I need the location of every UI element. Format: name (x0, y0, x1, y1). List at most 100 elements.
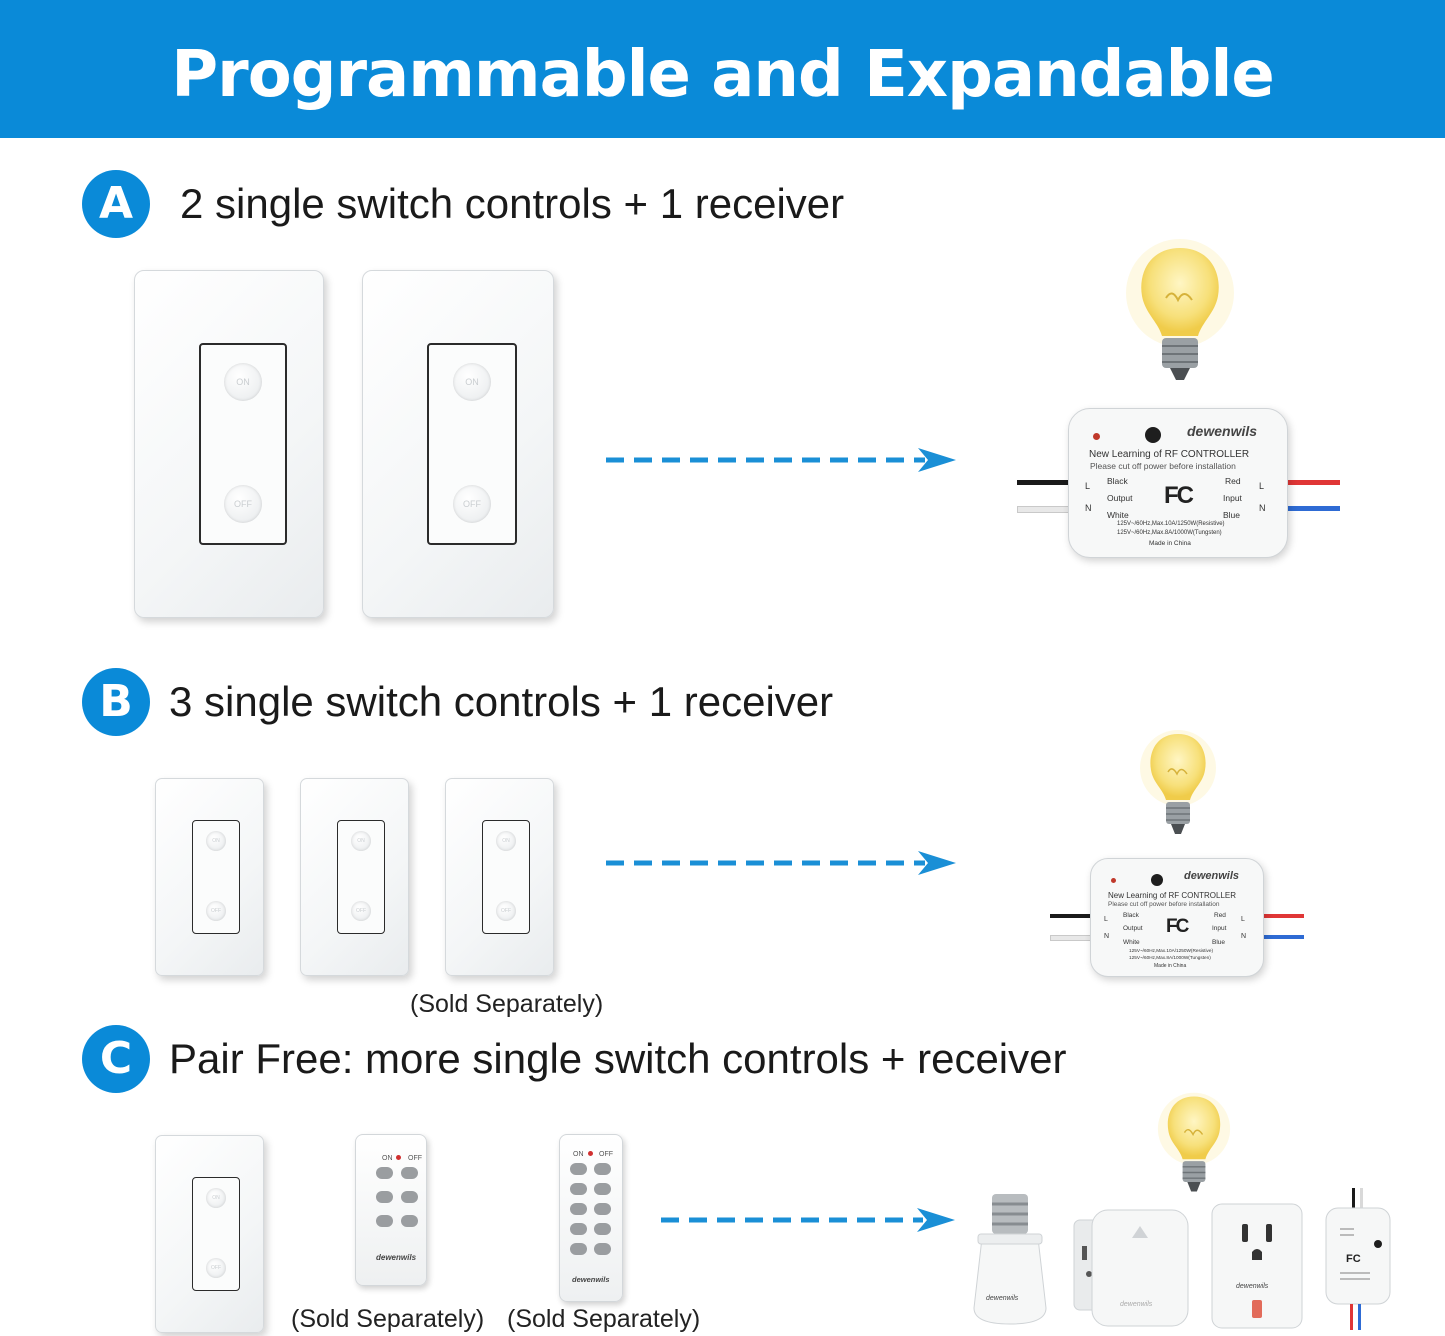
receiver-line1: New Learning of RF CONTROLLER (1108, 891, 1237, 900)
on-button: ON (496, 831, 516, 851)
off-button: OFF (496, 901, 516, 921)
off-button: OFF (453, 485, 491, 523)
label-white: White (1123, 939, 1140, 946)
label-output: Output (1107, 493, 1133, 503)
light-bulb-icon (1140, 730, 1216, 834)
wall-switch-b1: ON OFF (155, 778, 264, 976)
label-white: White (1107, 510, 1129, 520)
remote-on-label: ON (382, 1155, 393, 1162)
remote-button (570, 1183, 587, 1195)
light-bulb-icon (1157, 1092, 1231, 1192)
label-l-left: L (1085, 481, 1091, 491)
on-button: ON (206, 831, 226, 851)
svg-text:dewenwils: dewenwils (1236, 1283, 1269, 1290)
blue-wire (1284, 506, 1340, 511)
remote-control-large: ON OFF dewenwils (559, 1134, 623, 1302)
sold-separately-note-c2: (Sold Separately) (507, 1305, 701, 1333)
wall-switch-c1: ON OFF (155, 1135, 264, 1333)
light-socket-adapter-icon: dewenwils (973, 1194, 1047, 1325)
wall-switch-a1: ON OFF (134, 270, 324, 618)
remote-led (396, 1155, 401, 1160)
learn-button (1145, 427, 1161, 443)
switch-paddle: ON OFF (482, 820, 530, 934)
remote-button (376, 1167, 393, 1179)
label-black: Black (1123, 912, 1139, 919)
label-input: Input (1212, 925, 1227, 932)
remote-button (570, 1163, 587, 1175)
section-c-badge: C (82, 1025, 150, 1093)
wall-switch-b2: ON OFF (300, 778, 409, 976)
section-a-badge: A (82, 170, 150, 238)
label-red: Red (1225, 476, 1241, 486)
section-b-badge: B (82, 668, 150, 736)
remote-button (594, 1223, 611, 1235)
label-output: Output (1123, 925, 1143, 932)
remote-button (570, 1203, 587, 1215)
label-blue: Blue (1212, 939, 1226, 946)
learn-button (1151, 874, 1163, 886)
off-button: OFF (206, 1258, 226, 1278)
remote-button (376, 1215, 393, 1227)
dashed-arrow-icon (606, 448, 956, 472)
remote-off-label: OFF (408, 1155, 422, 1162)
label-black: Black (1107, 476, 1128, 486)
switch-paddle: ON OFF (192, 820, 240, 934)
receiver-brand: dewenwils (1187, 423, 1258, 439)
svg-text:dewenwils: dewenwils (1120, 1301, 1153, 1308)
dashed-arrow-icon (661, 1208, 955, 1232)
black-wire (1017, 480, 1073, 485)
remote-button (401, 1215, 418, 1227)
rf-receiver-b: dewenwils New Learning of RF CONTROLLER … (1090, 858, 1264, 977)
spec-line1: 125V~/60Hz,Max.10A/1250W(Resistive) (1129, 948, 1214, 953)
label-l-left: L (1104, 916, 1108, 923)
red-wire (1260, 914, 1304, 918)
plug-in-outlet-icon: dewenwils (1073, 1209, 1189, 1327)
mini-receiver-icon: FC (1325, 1188, 1391, 1330)
black-wire (1050, 914, 1094, 918)
made-in: Made in China (1154, 963, 1187, 969)
made-in: Made in China (1149, 540, 1191, 547)
led-indicator (1111, 878, 1116, 883)
on-button: ON (453, 363, 491, 401)
remote-led (588, 1151, 593, 1156)
label-n-right: N (1259, 503, 1266, 513)
remote-button (594, 1203, 611, 1215)
remote-button (376, 1191, 393, 1203)
switch-paddle: ON OFF (337, 820, 385, 934)
receiver-line2: Please cut off power before installation (1108, 901, 1220, 908)
remote-button (594, 1163, 611, 1175)
spec-line2: 125V~/60Hz,Max.8A/1000W(Tungsten) (1117, 530, 1222, 536)
switch-paddle: ON OFF (192, 1177, 240, 1291)
label-l-right: L (1259, 481, 1265, 491)
receiver-brand: dewenwils (1184, 870, 1240, 882)
red-wire (1284, 480, 1340, 485)
label-blue: Blue (1223, 510, 1241, 520)
switch-paddle: ON OFF (427, 343, 517, 545)
remote-brand: dewenwils (376, 1253, 417, 1262)
sold-separately-note-b: (Sold Separately) (410, 990, 604, 1018)
section-c-title: Pair Free: more single switch controls +… (169, 1035, 1067, 1082)
header-banner: Programmable and Expandable (0, 0, 1445, 138)
remote-button (401, 1191, 418, 1203)
label-n-right: N (1241, 933, 1247, 940)
white-wire (1017, 506, 1075, 513)
fcc-logo: FC (1164, 482, 1194, 509)
fcc-logo: FC (1166, 916, 1189, 937)
label-l-right: L (1241, 916, 1245, 923)
remote-button (570, 1243, 587, 1255)
on-button: ON (206, 1188, 226, 1208)
off-button: OFF (351, 901, 371, 921)
receiver-line1: New Learning of RF CONTROLLER (1089, 449, 1250, 460)
remote-control-small: ON OFF dewenwils (355, 1134, 427, 1286)
remote-off-label: OFF (599, 1151, 613, 1158)
label-n-left: N (1104, 933, 1110, 940)
spec-line2: 125V~/60Hz,Max.8A/1000W(Tungsten) (1129, 955, 1211, 960)
dashed-arrow-icon (606, 851, 956, 875)
blue-wire (1260, 935, 1304, 939)
svg-text:FC: FC (1346, 1253, 1361, 1265)
off-button: OFF (206, 901, 226, 921)
light-bulb-icon (1126, 239, 1234, 380)
remote-button (594, 1183, 611, 1195)
sold-separately-note-c1: (Sold Separately) (291, 1305, 485, 1333)
section-b-title: 3 single switch controls + 1 receiver (169, 678, 834, 725)
